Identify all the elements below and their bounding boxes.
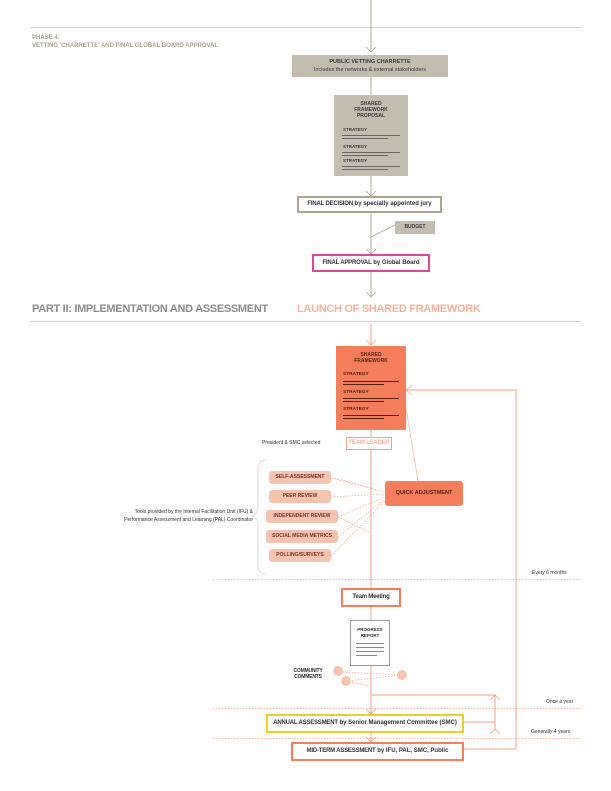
final-decision-detail: by specially appointed jury (352, 201, 432, 207)
tools-note-line: Tools provided by the Internal Facilitat… (134, 509, 253, 515)
final-approval-label: FINAL APPROVAL (322, 260, 372, 266)
divider (342, 155, 388, 156)
team-meeting-box: Team Meeting (341, 588, 401, 607)
proposal-document: SHARED FRAMEWORK PROPOSAL STRATEGY STRAT… (334, 95, 408, 176)
final-decision-label: FINAL DECISION (307, 201, 353, 207)
team-leader-prefix: President & SMC selected (262, 440, 321, 446)
divider (356, 647, 384, 648)
proposal-title-line: PROPOSAL (356, 113, 386, 119)
proposal-title: SHARED FRAMEWORK PROPOSAL (334, 95, 408, 119)
framework-title-line: SHARED (360, 352, 382, 358)
framework-strategy: STRATEGY (343, 372, 369, 377)
divider (342, 152, 400, 153)
divider (342, 135, 400, 136)
divider (342, 169, 388, 170)
midterm-assessment-label: MID-TERM ASSESSMENT (306, 748, 376, 754)
annual-assessment-box: ANNUAL ASSESSMENT by Senior Management C… (266, 714, 464, 733)
midterm-assessment-detail: by IFU, PAL, SMC, Public (375, 748, 449, 754)
generally-four-years-label: Generally 4 years (531, 729, 571, 735)
phase4-label: PHASE 4: (32, 35, 60, 41)
framework-strategy: STRATEGY (343, 390, 369, 395)
tools-note-line: Performance Assessment and Learning (PAL… (124, 517, 253, 523)
community-comments-line: COMMENTS (294, 674, 322, 680)
divider (343, 415, 399, 416)
final-decision-box: FINAL DECISION by specially appointed ju… (297, 196, 442, 213)
progress-report-line: PROGRESS (357, 627, 383, 632)
annual-assessment-detail: by Senior Management Committee (SMC) (337, 720, 457, 726)
team-leader-box: TEAM LEADER (346, 437, 392, 450)
tool-self-assessment: SELF-ASSESSMENT (269, 471, 331, 484)
progress-report-title: PROGRESS REPORT (351, 621, 389, 638)
once-a-year-label: Once a year (546, 699, 574, 705)
framework-title-line: FRAMEWORK (354, 358, 388, 364)
shared-framework-document: SHARED FRAMEWORK STRATEGY STRATEGY STRAT… (336, 346, 406, 430)
tool-polling-surveys: POLLING/SURVEYS (269, 549, 331, 562)
midterm-assessment-box: MID-TERM ASSESSMENT by IFU, PAL, SMC, Pu… (291, 742, 464, 761)
budget-label: BUDGET (404, 224, 426, 230)
every-six-months-label: Every 6 months (532, 570, 567, 576)
divider (343, 418, 384, 419)
launch-heading: LAUNCH OF SHARED FRAMEWORK (297, 303, 481, 315)
annual-assessment-label: ANNUAL ASSESSMENT (273, 720, 338, 726)
tool-social-media-metrics: SOCIAL MEDIA METRICS (266, 530, 338, 543)
tools-note: Tools provided by the Internal Facilitat… (0, 508, 253, 524)
framework-strategy: STRATEGY (343, 407, 369, 412)
divider (343, 381, 399, 382)
phase4-header: PHASE 4: VETTING 'CHARRETTE' AND FINAL G… (32, 34, 218, 50)
tool-independent-review: INDEPENDENT REVIEW (266, 510, 338, 523)
divider (342, 138, 388, 139)
divider (356, 643, 384, 644)
public-vetting-title: PUBLIC VETTING CHARRETTE (329, 59, 411, 65)
divider (343, 384, 384, 385)
community-comments-label: COMMUNITY COMMENTS (286, 668, 330, 680)
budget-box: BUDGET (395, 221, 435, 234)
divider (356, 655, 377, 656)
tool-peer-review: PEER REVIEW (269, 490, 331, 503)
public-vetting-subtitle: Includes the networks & external stakeho… (313, 67, 427, 73)
community-comments-line: COMMUNITY (293, 668, 323, 674)
proposal-strategy: STRATEGY (343, 158, 368, 163)
proposal-title-line: FRAMEWORK (354, 107, 388, 113)
final-approval-detail: by Global Board (371, 260, 420, 266)
progress-report-document: PROGRESS REPORT (350, 620, 390, 666)
final-approval-box: FINAL APPROVAL by Global Board (312, 254, 430, 272)
proposal-strategy: STRATEGY (343, 127, 368, 132)
proposal-title-line: SHARED (360, 101, 382, 107)
proposal-strategy: STRATEGY (343, 144, 368, 149)
phase4-title: VETTING 'CHARRETTE' AND FINAL GLOBAL BOA… (32, 43, 219, 49)
divider (342, 166, 400, 167)
divider (343, 398, 399, 399)
divider (356, 651, 384, 652)
framework-title: SHARED FRAMEWORK (336, 346, 406, 364)
public-vetting-box: PUBLIC VETTING CHARRETTE Includes the ne… (292, 55, 448, 77)
progress-report-line: REPORT (360, 632, 380, 638)
quick-adjustment-box: QUICK ADJUSTMENT (385, 481, 463, 506)
divider (343, 401, 384, 402)
part2-heading: PART II: IMPLEMENTATION AND ASSESSMENT (32, 303, 268, 315)
